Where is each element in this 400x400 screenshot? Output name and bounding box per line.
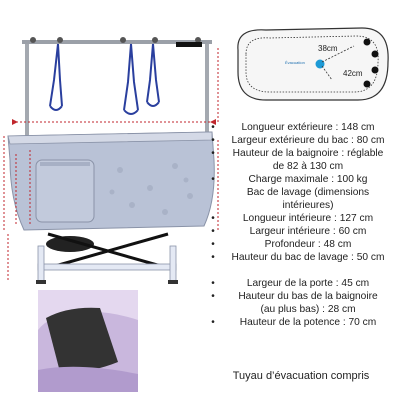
spec-item: •Hauteur du bas de la baignoire: [211, 291, 378, 302]
anti-slip-mat: [46, 307, 118, 373]
spec-item: •Largeur de la porte : 45 cm: [211, 278, 370, 289]
spec-item: •Hauteur de la baignoire : réglable: [211, 148, 384, 159]
spec-item: •Largeur intérieure : 60 cm: [211, 226, 367, 237]
drain-hose-note: Tuyau d’évacuation compris: [232, 370, 370, 382]
spec-list: •Longueur extérieure : 148 cm •Largeur e…: [206, 121, 396, 329]
spec-item: (au plus bas) : 28 cm: [260, 304, 356, 315]
spec-item: de 82 à 130 cm: [272, 161, 344, 172]
paw-pattern: [109, 163, 193, 215]
scissor-lift: [47, 232, 169, 270]
spec-item: •Profondeur : 48 cm: [211, 239, 352, 250]
spec-item: •Largeur extérieure du bac : 80 cm: [211, 135, 385, 146]
plan-drain-label: Évacuation: [285, 60, 305, 65]
tub-door: [35, 159, 95, 223]
spec-item: •Longueur intérieure : 127 cm: [211, 213, 374, 224]
grooming-tub-illustration: [3, 37, 219, 284]
spec-item: Bac de lavage (dimensions: [246, 187, 370, 198]
lift-motor: [46, 236, 94, 252]
dimension-lines: [3, 48, 219, 282]
tub-rim: [7, 131, 213, 145]
spec-item: •Hauteur de la potence : 70 cm: [211, 317, 377, 328]
plan-width-label: 38cm: [318, 44, 338, 53]
base-frame: [37, 263, 177, 271]
spec-item: •Longueur extérieure : 148 cm: [211, 122, 375, 133]
tub-interior-inset: [38, 290, 138, 392]
pole-right: [205, 44, 209, 132]
spec-item: intérieures): [282, 200, 334, 211]
spec-item: •Charge maximale : 100 kg: [211, 174, 368, 185]
tub-floor-plan: [237, 27, 389, 101]
plan-distance-label: 42cm: [343, 69, 363, 78]
wheel-markers: [363, 38, 379, 88]
leash-group: [49, 43, 160, 115]
pole-left: [25, 44, 29, 140]
spec-item: •Hauteur du bac de lavage : 50 cm: [211, 252, 385, 263]
grooming-arm-bar: [22, 40, 212, 44]
plan-outline: [237, 27, 389, 101]
